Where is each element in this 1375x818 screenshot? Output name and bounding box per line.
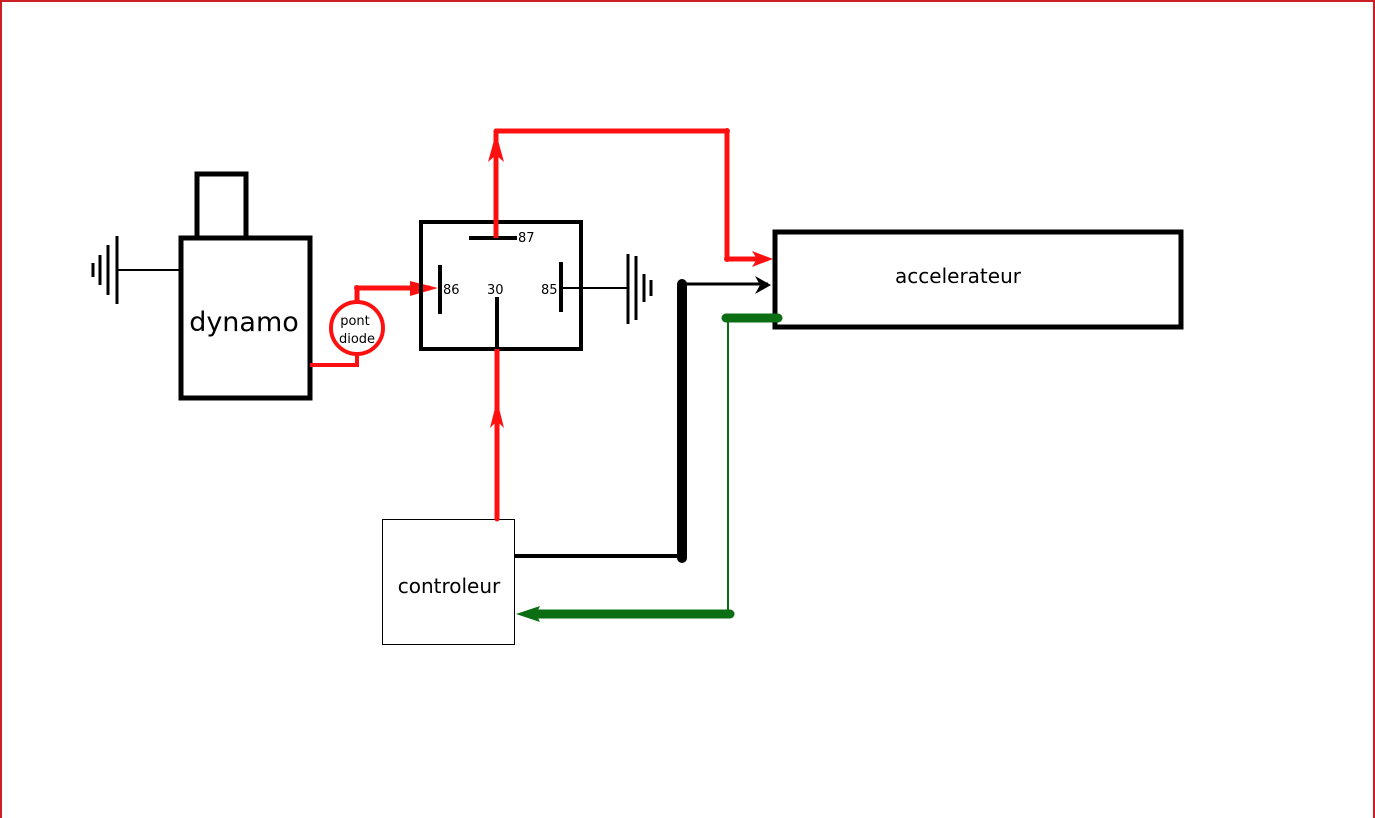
accelerator: accelerateur (772, 229, 1184, 330)
diode-bridge-label-line2: diode (339, 332, 375, 347)
wire-joint (724, 128, 730, 134)
relay-pin-86-label: 86 (443, 283, 460, 298)
dynamo-body (178, 235, 313, 401)
arrow-head-relay-30 (490, 400, 504, 428)
arrow-head-up-87 (488, 133, 504, 162)
wire-dynamo-to-diode (310, 352, 359, 367)
diode-bridge-label-line1: pont (340, 314, 370, 329)
diode-bridge: pont diode (329, 300, 385, 356)
relay-pin-30-label: 30 (487, 283, 504, 298)
accelerator-body (772, 229, 1184, 330)
arrow-head-accelerator-black (755, 276, 771, 294)
dynamo: dynamo (178, 171, 313, 401)
wire-relay-87-to-accelerator (493, 128, 766, 262)
relay-pin-85-label: 85 (541, 283, 558, 298)
arrow-head-relay-86 (410, 281, 438, 296)
relay: 87 86 30 85 (419, 220, 583, 351)
dynamo-shaft (194, 171, 249, 241)
wire-joint (724, 256, 730, 262)
controller-label: controleur (398, 574, 501, 598)
accelerator-label: accelerateur (895, 264, 1022, 288)
ground-symbol-dynamo (91, 236, 181, 304)
relay-body (419, 220, 583, 351)
arrow-head-accelerator-red (752, 251, 773, 267)
relay-pin-87-label: 87 (518, 231, 535, 246)
dynamo-label: dynamo (189, 307, 299, 338)
controller: controleur (382, 519, 515, 645)
arrow-head-controller-green (516, 606, 540, 622)
wire-joint (354, 285, 360, 291)
ground-symbol-relay (561, 254, 653, 324)
controller-body (382, 519, 515, 645)
